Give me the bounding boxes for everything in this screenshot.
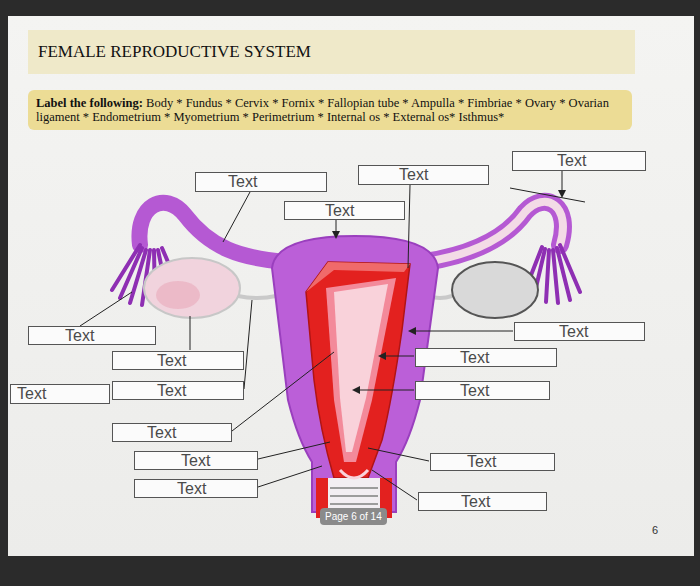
instruction-heading: Label the following:: [36, 96, 143, 110]
label-box: Text: [134, 451, 258, 470]
label-placeholder: Text: [157, 383, 186, 399]
label-placeholder: Text: [147, 425, 176, 441]
label-placeholder: Text: [17, 386, 46, 402]
label-placeholder: Text: [460, 383, 489, 399]
label-placeholder: Text: [559, 324, 588, 340]
label-box: Text: [195, 172, 327, 192]
label-box: Text: [430, 453, 555, 471]
page-indicator: Page 6 of 14: [320, 508, 387, 525]
label-placeholder: Text: [467, 454, 496, 470]
label-box: Text: [358, 165, 489, 185]
label-box: Text: [134, 479, 258, 498]
instruction-band: Label the following: Body * Fundus * Cer…: [28, 90, 632, 130]
label-placeholder: Text: [177, 481, 206, 497]
label-placeholder: Text: [460, 350, 489, 366]
label-box: Text: [112, 381, 244, 400]
label-box: Text: [418, 492, 547, 511]
label-placeholder: Text: [461, 494, 490, 510]
label-placeholder: Text: [65, 328, 94, 344]
title-text: FEMALE REPRODUCTIVE SYSTEM: [38, 42, 311, 61]
label-box: Text: [10, 384, 110, 404]
label-box: Text: [415, 348, 557, 367]
label-placeholder: Text: [181, 453, 210, 469]
label-box: Text: [112, 351, 244, 370]
label-box: Text: [512, 151, 646, 171]
label-box: Text: [284, 201, 405, 220]
label-box: Text: [514, 322, 645, 341]
title-band: FEMALE REPRODUCTIVE SYSTEM: [28, 30, 635, 74]
label-placeholder: Text: [399, 167, 428, 183]
label-placeholder: Text: [228, 174, 257, 190]
label-placeholder: Text: [325, 203, 354, 219]
label-box: Text: [112, 423, 232, 442]
label-placeholder: Text: [557, 153, 586, 169]
page-number: 6: [652, 524, 658, 536]
label-placeholder: Text: [157, 353, 186, 369]
label-box: Text: [28, 326, 156, 345]
label-box: Text: [415, 381, 550, 400]
